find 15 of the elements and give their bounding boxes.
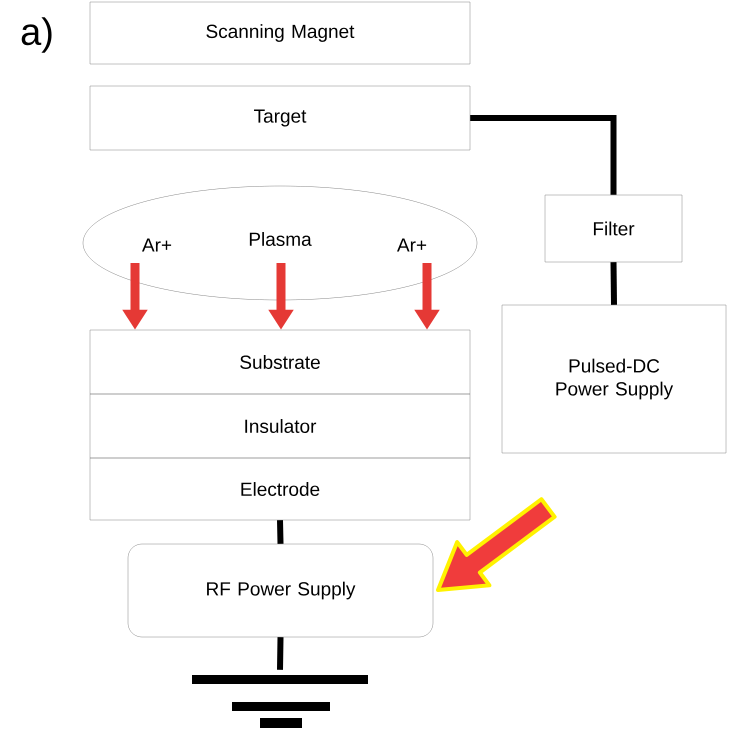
process-box: Insulator	[90, 394, 470, 458]
process-box: Pulsed-DC Power Supply	[502, 304, 726, 454]
connector-line	[470, 115, 616, 195]
connector-line	[610, 262, 617, 305]
connector-line	[277, 637, 284, 670]
process-box: Filter	[544, 194, 682, 262]
panel-label: a)	[22, 17, 52, 53]
connector-line	[277, 520, 284, 544]
highlight-arrow	[436, 497, 557, 592]
process-box: Substrate	[90, 330, 470, 394]
power-supply-box: RF Power Supply	[128, 544, 434, 638]
process-box: Electrode	[90, 458, 470, 520]
ground-symbol	[192, 675, 368, 728]
process-box: Target	[90, 86, 470, 150]
process-box: Scanning Magnet	[90, 2, 470, 64]
